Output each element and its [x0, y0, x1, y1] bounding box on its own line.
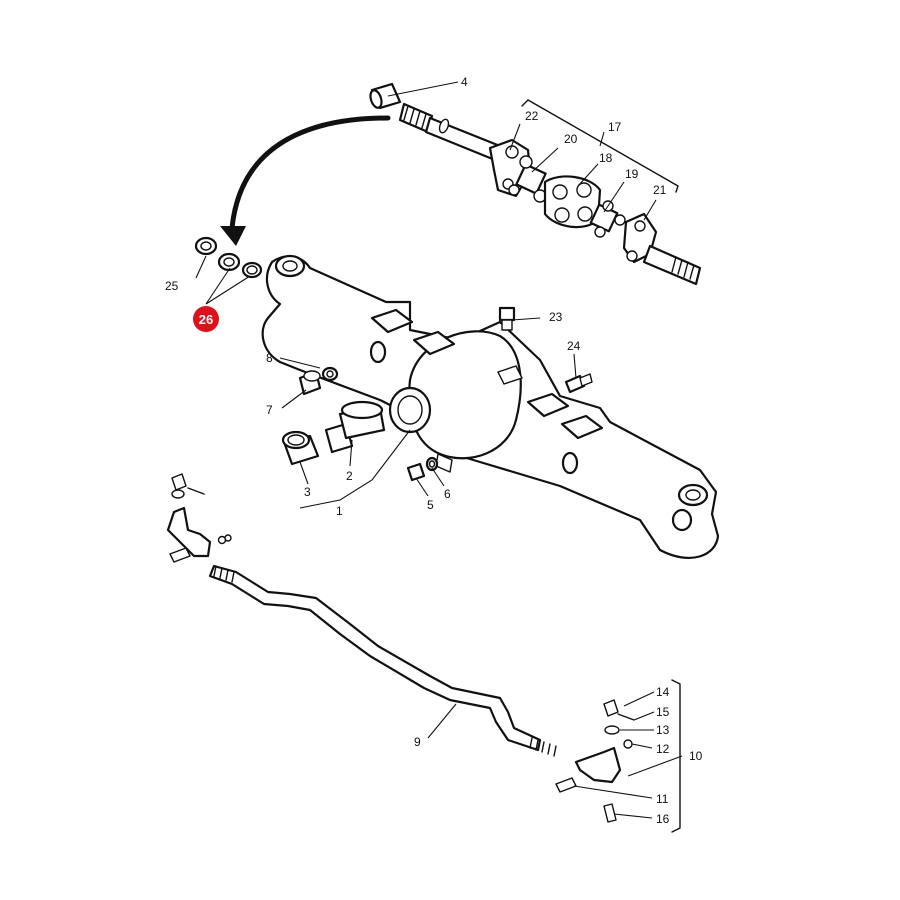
callout-17: 17 — [608, 120, 622, 134]
callout-20: 20 — [564, 132, 578, 146]
callout-14: 14 — [656, 685, 670, 699]
bolt — [564, 373, 593, 394]
callout-8: 8 — [266, 351, 273, 365]
seal-rings — [194, 236, 263, 279]
highlight-badge-circle — [193, 306, 219, 332]
leader-lines — [195, 81, 683, 833]
callout-2: 2 — [346, 469, 353, 483]
callout-15: 15 — [656, 705, 670, 719]
callout-16: 16 — [656, 812, 670, 826]
housing-fittings — [281, 306, 593, 482]
assembly-bracket — [521, 99, 679, 193]
bracket-10 — [671, 679, 681, 833]
drain-plug — [298, 366, 339, 396]
universal-joint-cross-second — [589, 200, 626, 238]
splined-shaft — [398, 102, 502, 162]
callout-5: 5 — [427, 498, 434, 512]
direction-arrow — [220, 115, 391, 246]
callout-22: 22 — [525, 109, 539, 123]
highlight-badge-label: 26 — [199, 312, 213, 327]
callout-23: 23 — [549, 310, 563, 324]
callout-4: 4 — [461, 75, 468, 89]
callout-24: 24 — [567, 339, 581, 353]
yoke-shaft — [622, 212, 702, 286]
tie-rod — [208, 564, 557, 757]
universal-joint-cross — [508, 155, 547, 203]
callout-1: 1 — [336, 504, 343, 518]
breather-valve — [498, 306, 516, 331]
drive-shaft-assembly — [369, 82, 702, 286]
callout-12: 12 — [656, 742, 670, 756]
callout-21: 21 — [653, 183, 667, 197]
callout-10: 10 — [689, 749, 703, 763]
side-bolt — [406, 456, 439, 482]
pivot-pin — [324, 400, 386, 454]
bushing — [369, 82, 402, 110]
left-tie-rod-end — [166, 473, 232, 563]
callout-25: 25 — [165, 279, 179, 293]
callout-13: 13 — [656, 723, 670, 737]
pivot-bushing — [281, 430, 320, 466]
highlight-badge-26: 26 — [193, 306, 219, 332]
callout-11: 11 — [656, 792, 669, 806]
callouts: 4 22 20 17 18 19 21 25 8 7 2 3 1 5 6 23 … — [165, 75, 703, 826]
callout-6: 6 — [444, 487, 451, 501]
callout-3: 3 — [304, 485, 311, 499]
double-yoke-coupling — [543, 175, 602, 229]
axle-housing — [261, 254, 720, 559]
right-tie-rod-end — [555, 699, 635, 823]
callout-9: 9 — [414, 735, 421, 749]
callout-19: 19 — [625, 167, 639, 181]
callout-7: 7 — [266, 403, 273, 417]
callout-18: 18 — [599, 151, 613, 165]
